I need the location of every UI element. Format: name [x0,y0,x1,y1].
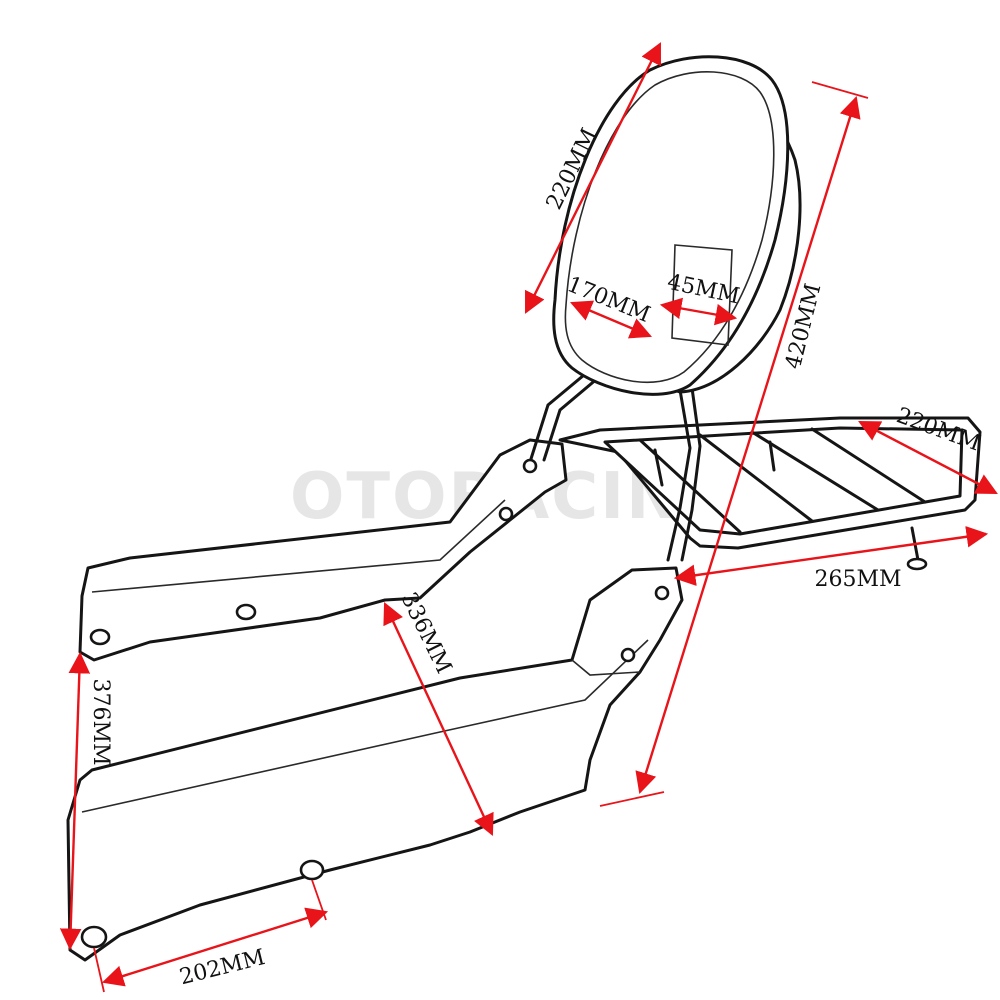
rear-plate-bolt-1 [522,458,538,474]
label-rack-length: 265MM [814,567,901,592]
rear-plate-bolt-2 [498,506,514,522]
rear-plate-hole-1 [89,628,111,646]
rear-side-plate [78,438,568,662]
label-hole-spacing: 202MM [177,945,268,990]
label-mount-height: 376MM [88,678,113,765]
front-plate-hole-1 [299,859,325,881]
front-plate-bend [571,659,641,676]
backrest-upright-left [528,368,592,464]
dimension-mount-height: 376MM [59,651,113,951]
rear-plate-hole-2 [235,603,257,621]
rack-pin-nut [906,557,928,571]
backrest-upright-left-inner [542,376,600,462]
front-plate-bolt-1 [654,585,670,601]
front-plate-crease [81,639,649,813]
backrest-pad [552,55,802,396]
label-total-height: 420MM [781,281,826,372]
rear-plate-crease [91,499,506,593]
front-plate-hole-2 [80,925,108,949]
label-plate-length: 336MM [396,589,457,678]
front-plate-bolt-2 [620,647,636,663]
dimension-rack-length: 265MM [673,526,989,592]
